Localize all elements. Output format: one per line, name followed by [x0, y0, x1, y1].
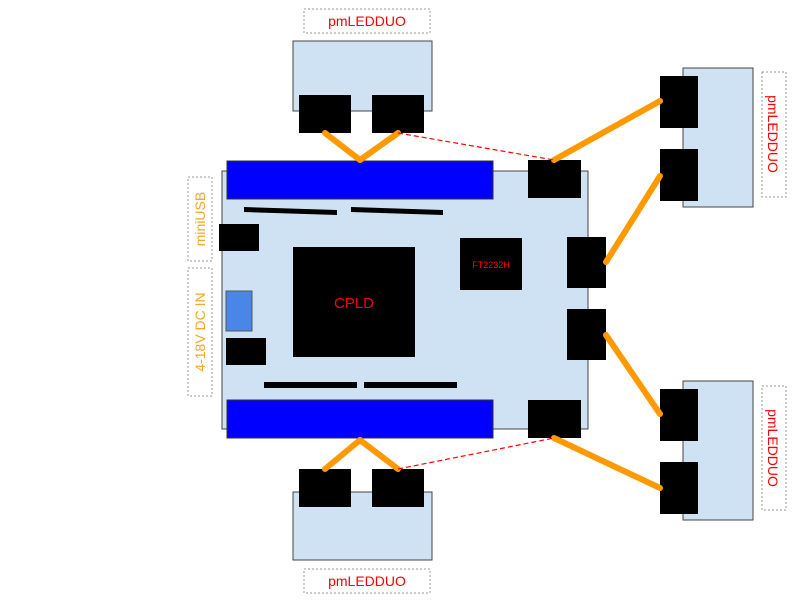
cpld-label: CPLD: [334, 295, 374, 312]
bottom-module-label: pmLEDDUO: [328, 573, 406, 589]
socket-bottom-right: [528, 400, 581, 438]
bottom-header: [226, 399, 494, 439]
minusb-label: miniUSB: [192, 192, 208, 246]
top-module-pin-left: [299, 95, 351, 133]
wire-right-bottom-lower: [551, 435, 663, 491]
right-bottom-module-pin-upper: [660, 389, 698, 441]
bottom-module-pin-right: [372, 469, 424, 507]
orange-wires: [322, 98, 663, 491]
socket-right-lower: [567, 309, 606, 360]
dashed-wires: [397, 132, 555, 470]
right-top-module-pin-upper: [660, 76, 698, 128]
pin-strip-top-right: [351, 207, 443, 215]
right-bottom-module-label: pmLEDDUO: [765, 409, 781, 487]
dc-in-label-box: [187, 267, 213, 397]
minusb-connector: [219, 224, 259, 251]
right-top-module-pin-lower: [660, 149, 698, 201]
dashed-top: [397, 132, 555, 161]
wire-right-top-upper: [551, 98, 663, 163]
dashed-bottom: [397, 437, 555, 470]
cpld-chip: [293, 247, 415, 357]
right-bottom-module-pin-lower: [660, 462, 698, 514]
right-top-module-label: pmLEDDUO: [765, 95, 781, 173]
top-header: [226, 160, 494, 200]
socket-right-upper: [567, 237, 606, 288]
top-module-pin-right: [372, 95, 424, 133]
dc-jack: [226, 338, 266, 365]
right-bottom-module-label-box: [761, 385, 787, 511]
wire-top-right: [357, 130, 401, 163]
ft2232h-label: FT2232H: [472, 260, 510, 270]
wire-right-top-lower: [603, 173, 663, 265]
bottom-module-label-box: [303, 568, 431, 594]
usb-port: [225, 290, 253, 332]
top-module-label: pmLEDDUO: [328, 13, 406, 29]
ft2232h-chip: [460, 238, 522, 290]
wire-right-bottom-upper: [603, 332, 663, 417]
wire-bottom-left: [322, 437, 363, 472]
pin-strip-top-left: [244, 207, 337, 215]
minusb-label-box: [187, 176, 213, 262]
wire-top-left: [322, 130, 363, 163]
bottom-module-pin-left: [299, 469, 351, 507]
right-top-module-label-box: [761, 71, 787, 198]
pin-strip-bottom-left: [264, 382, 357, 388]
wire-bottom-right: [357, 437, 401, 472]
socket-top-right: [528, 160, 581, 198]
dc-in-label: 4-18V DC IN: [192, 292, 208, 371]
top-module-label-box: [303, 8, 431, 34]
pin-strip-bottom-right: [364, 382, 457, 388]
